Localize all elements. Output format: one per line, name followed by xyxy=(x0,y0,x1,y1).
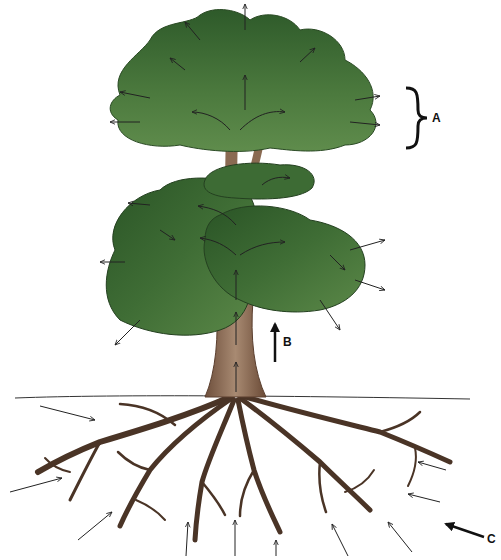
upper-canopy xyxy=(110,10,376,152)
part-label: C xyxy=(487,533,496,545)
part-label: A xyxy=(432,112,441,124)
middle-canopy xyxy=(204,163,314,199)
roots xyxy=(38,396,450,540)
indicator-arrow xyxy=(274,324,277,362)
bracket xyxy=(406,88,427,148)
right-canopy xyxy=(204,206,365,312)
water-arrows xyxy=(10,4,446,556)
part-label: B xyxy=(283,336,292,348)
indicator-arrow xyxy=(446,524,484,537)
